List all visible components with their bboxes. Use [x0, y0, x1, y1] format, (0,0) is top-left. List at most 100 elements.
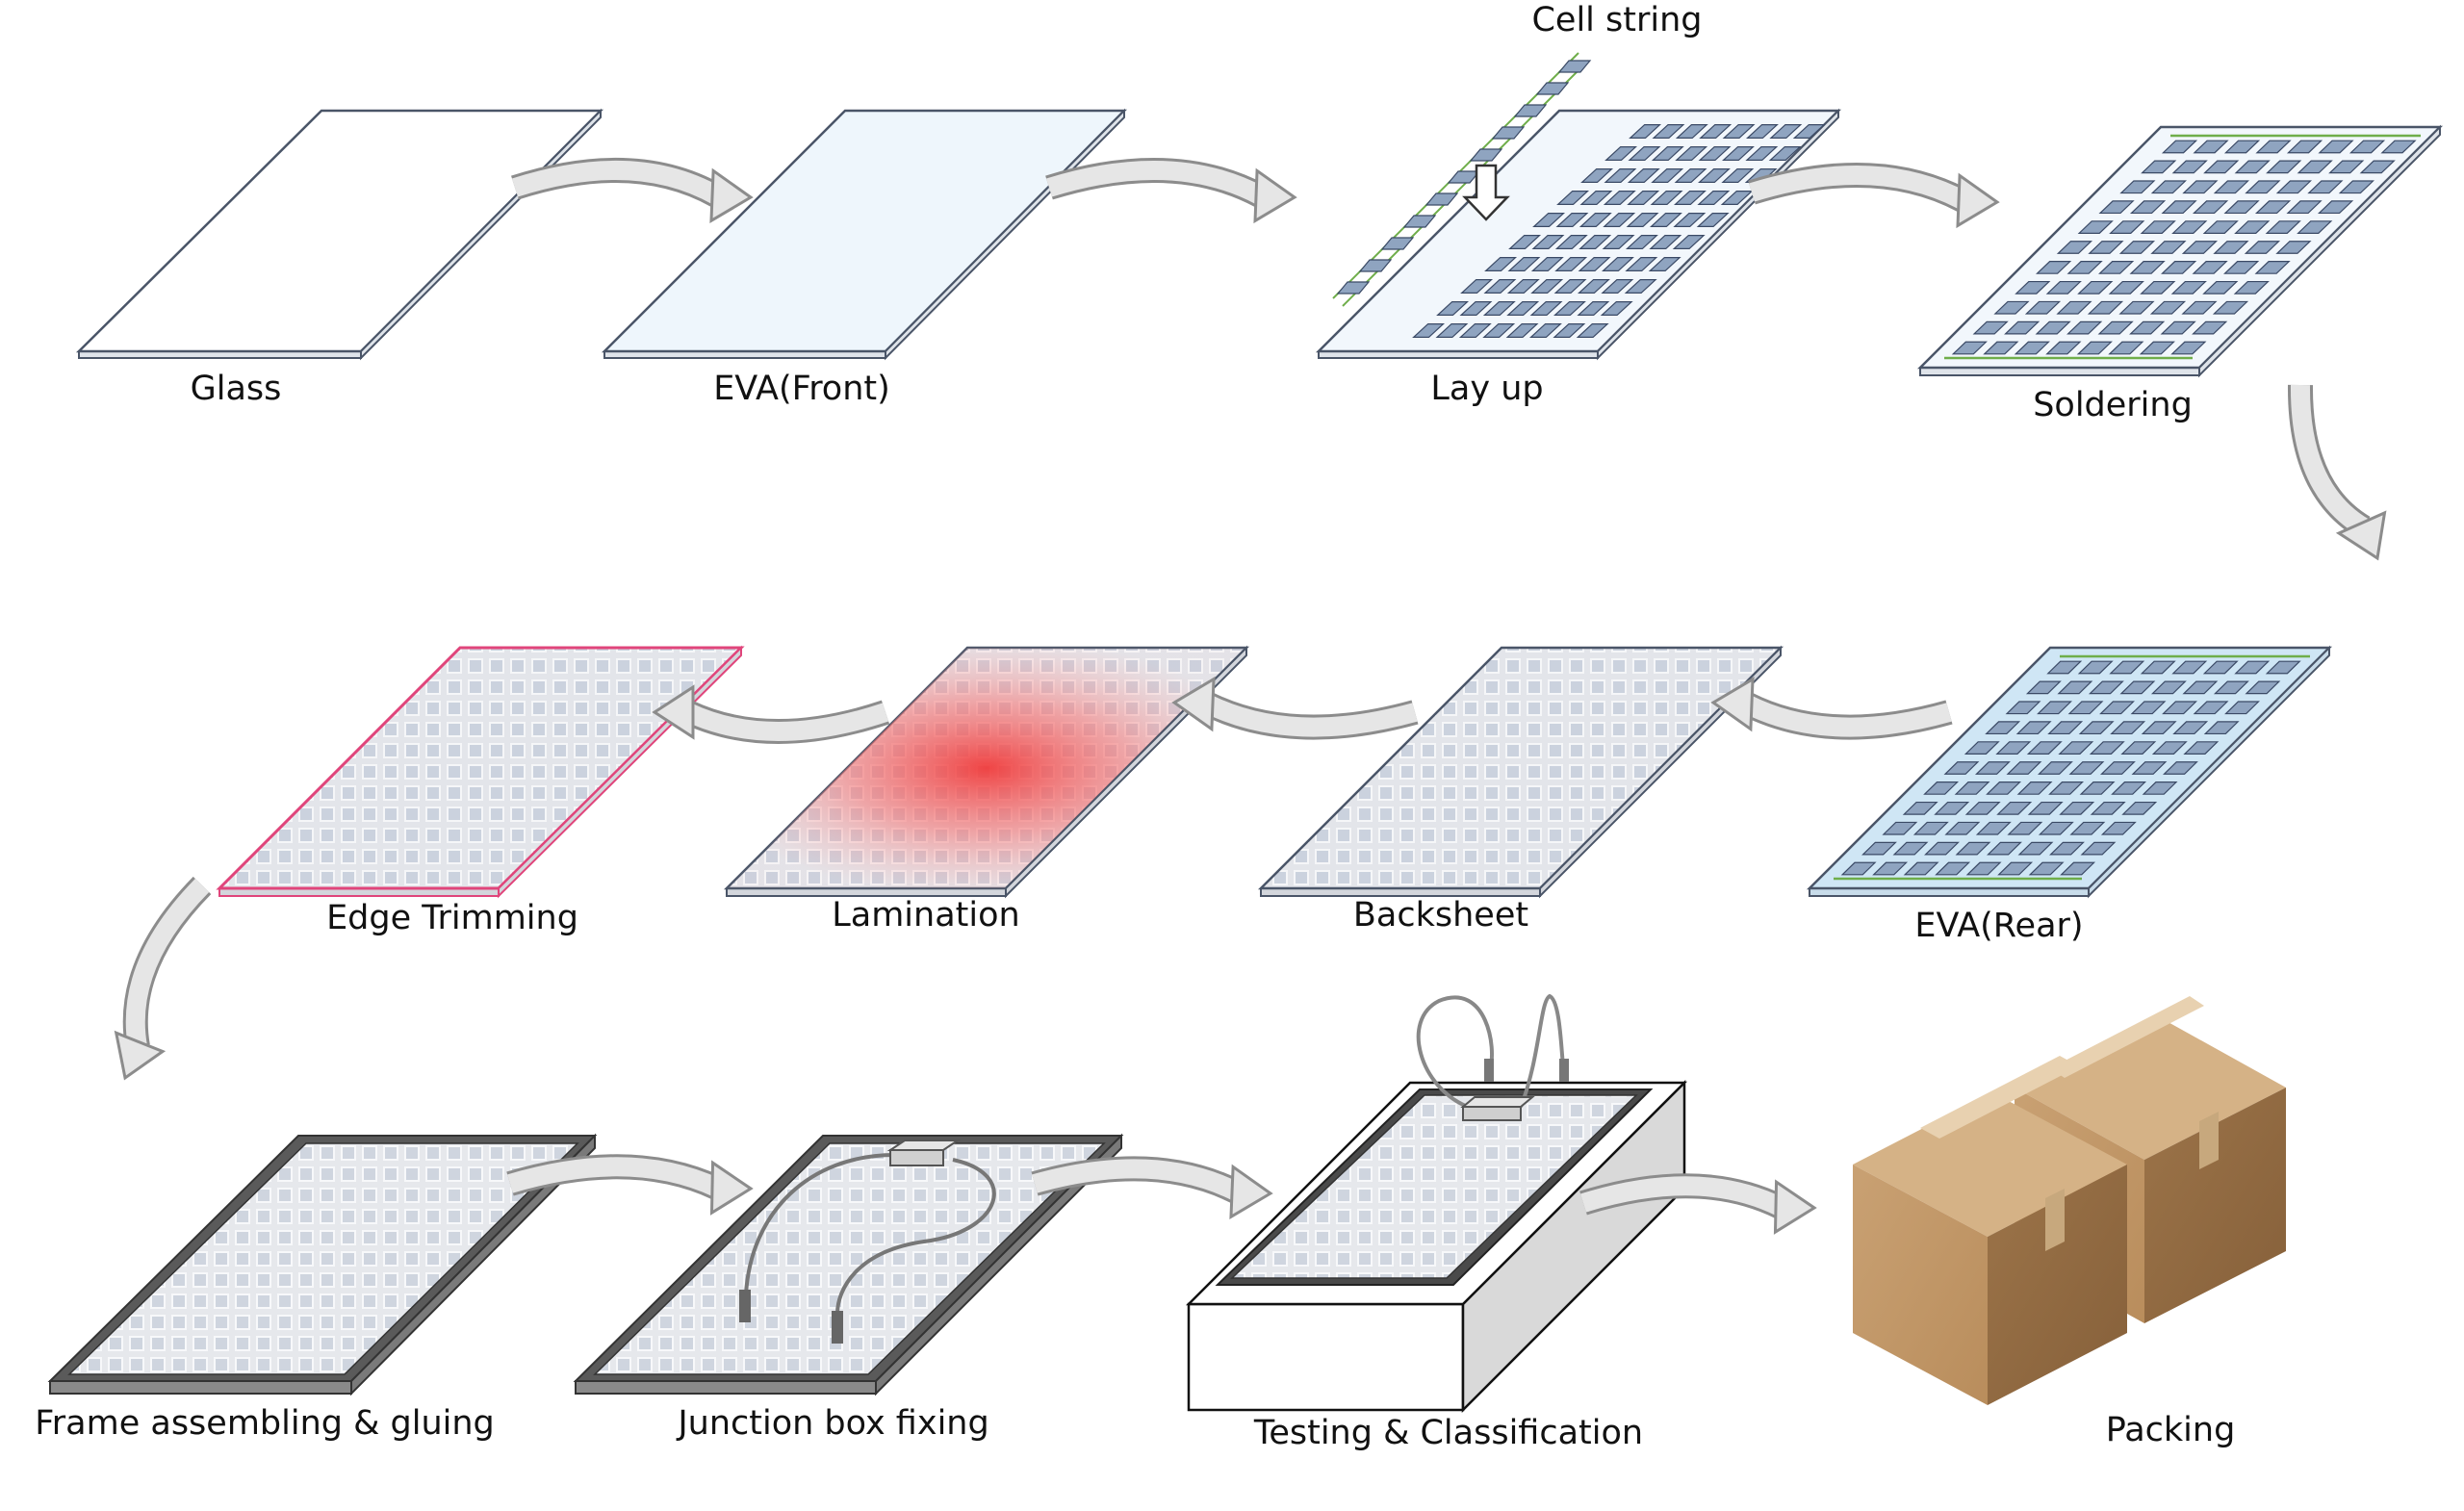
string-cell	[1513, 104, 1548, 117]
string-cell	[1424, 192, 1459, 206]
flow-arrow-icon	[1045, 157, 1297, 224]
solar-cell	[2014, 341, 2050, 355]
solar-cell	[2297, 220, 2333, 234]
solar-cell	[1769, 124, 1803, 139]
solar-cell	[1721, 168, 1755, 183]
solar-cell	[1556, 191, 1590, 205]
solar-cell	[1985, 721, 2021, 735]
solar-cell	[1675, 124, 1708, 139]
solar-cell	[1924, 841, 1960, 856]
solar-cell	[1600, 301, 1633, 316]
cell-string	[1332, 52, 1592, 307]
solar-cell	[2056, 241, 2093, 254]
solar-cell	[1673, 213, 1707, 227]
solar-cell	[2139, 341, 2175, 355]
solar-cell	[2213, 680, 2249, 695]
solar-cell	[2234, 660, 2271, 675]
label-lamination: Lamination	[832, 896, 1019, 935]
solar-cell	[2181, 300, 2218, 315]
solar-cell	[1626, 213, 1659, 227]
solar-cell	[2035, 320, 2071, 335]
flow-arrow-icon	[1748, 162, 2000, 229]
flow-arrow-icon	[2287, 384, 2387, 561]
solar-cell	[2108, 280, 2144, 295]
solar-cell	[2067, 701, 2104, 715]
solar-cell	[1530, 257, 1564, 271]
solar-cell	[2077, 280, 2114, 295]
solar-cell	[2182, 680, 2219, 695]
solar-cell	[1553, 301, 1586, 316]
glass-panel	[75, 108, 604, 361]
solar-cell	[1996, 801, 2033, 815]
solar-cell	[2213, 180, 2249, 194]
testing-station	[1185, 993, 1688, 1414]
solar-cell	[2028, 861, 2065, 876]
solar-cell	[1974, 761, 2011, 775]
solar-cell	[2090, 801, 2126, 815]
solar-cell	[1604, 146, 1638, 161]
junction-box-panel	[573, 1133, 1124, 1396]
solar-cell	[2359, 160, 2396, 174]
solar-cell	[2140, 280, 2176, 295]
solar-cell	[2037, 761, 2073, 775]
solar-cell	[2171, 220, 2208, 234]
solar-cell	[1972, 320, 2009, 335]
solar-cell	[2170, 280, 2207, 295]
solar-cell	[2142, 781, 2178, 795]
solar-cell	[2006, 761, 2042, 775]
solar-cell	[1649, 213, 1682, 227]
solar-cell	[1648, 257, 1681, 271]
solar-cell	[2077, 660, 2114, 675]
label-testing: Testing & Classification	[1253, 1414, 1643, 1452]
solar-cell	[2192, 200, 2229, 215]
solar-cell	[2255, 140, 2292, 154]
solar-cell	[1625, 257, 1658, 271]
solar-cell	[1531, 235, 1565, 249]
solar-cell	[1651, 168, 1684, 183]
solar-cell	[2286, 200, 2323, 215]
solar-cell	[2004, 320, 2040, 335]
solar-cell	[1861, 841, 1897, 856]
solar-cell	[1625, 235, 1658, 249]
solar-cell	[1506, 301, 1540, 316]
solar-cell	[1459, 301, 1493, 316]
solar-cell	[1934, 801, 1970, 815]
solar-cell	[2098, 200, 2135, 215]
solar-cell	[2265, 660, 2301, 675]
solar-cell	[2120, 741, 2157, 755]
solar-cell	[2162, 701, 2197, 715]
solar-cell	[1506, 279, 1540, 294]
solar-cell	[1951, 341, 1988, 355]
solar-cell	[2079, 781, 2116, 795]
solar-cell	[2192, 320, 2228, 335]
solar-cell	[1649, 235, 1682, 249]
solar-cell	[1484, 257, 1518, 271]
solar-cell	[1975, 821, 2012, 835]
solar-cell	[2307, 180, 2344, 194]
solar-cell	[2045, 341, 2082, 355]
solar-cell	[2037, 701, 2072, 715]
solar-cell	[1674, 168, 1707, 183]
solar-cell	[1721, 146, 1755, 161]
string-cell	[1557, 60, 1592, 73]
solar-cell	[1528, 323, 1562, 338]
flow-arrow-icon	[652, 684, 890, 744]
solar-cell	[2109, 220, 2145, 234]
solar-cell	[2129, 320, 2166, 335]
frame-panel	[47, 1133, 598, 1396]
solar-cell	[2141, 160, 2177, 174]
solar-cell	[1555, 213, 1589, 227]
label-backsheet: Backsheet	[1353, 896, 1528, 935]
solar-cell	[1577, 279, 1610, 294]
solar-cell	[2078, 721, 2115, 735]
label-cell-string: Cell string	[1531, 1, 1702, 39]
solar-cell	[2111, 781, 2147, 795]
solar-cell	[2066, 320, 2103, 335]
solar-cell	[1627, 168, 1660, 183]
solar-cell	[1675, 146, 1708, 161]
solar-cell	[2140, 660, 2176, 675]
string-cell	[1535, 82, 1570, 95]
solar-cell	[2119, 680, 2156, 695]
solar-cell	[2161, 261, 2197, 274]
solar-cell	[2172, 721, 2209, 735]
